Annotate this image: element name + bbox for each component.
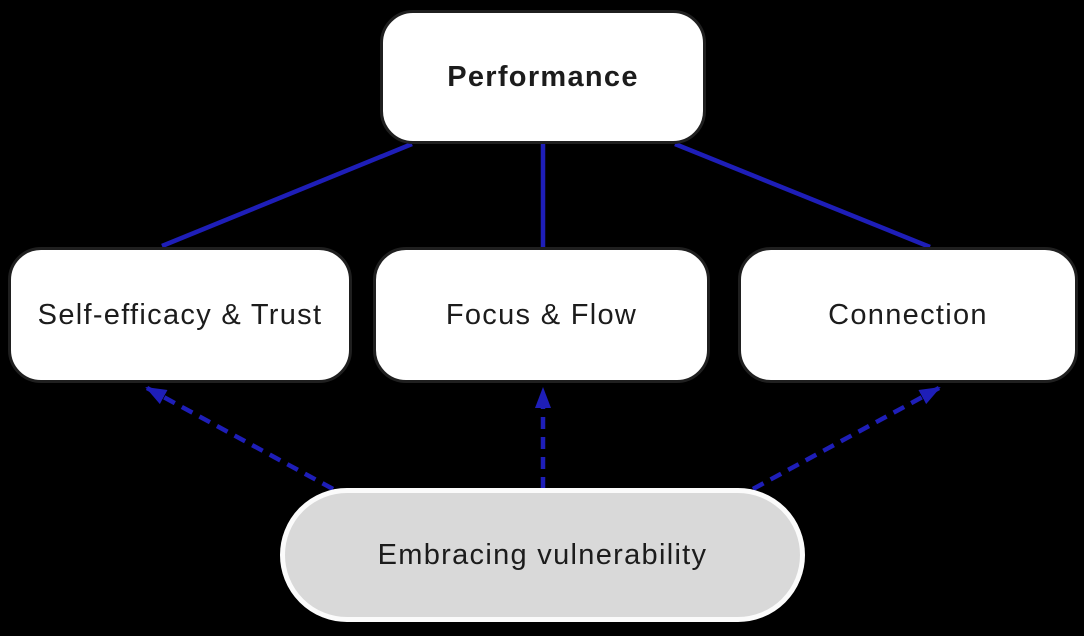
node-self-efficacy-trust: Self-efficacy & Trust — [8, 247, 352, 383]
node-embracing-vulnerability-label: Embracing vulnerability — [377, 538, 708, 571]
edge-vulnerability-connection-arrow — [751, 386, 941, 491]
node-performance: Performance — [380, 10, 706, 144]
node-embracing-vulnerability: Embracing vulnerability — [280, 488, 805, 622]
node-performance-label: Performance — [447, 60, 639, 93]
edge-performance-connection — [674, 141, 931, 250]
node-connection-label: Connection — [828, 298, 988, 331]
node-connection: Connection — [738, 247, 1078, 383]
node-focus-flow-label: Focus & Flow — [445, 298, 638, 331]
node-focus-flow: Focus & Flow — [373, 247, 710, 383]
node-self-efficacy-trust-label: Self-efficacy & Trust — [37, 298, 323, 331]
edge-performance-self-efficacy — [161, 141, 413, 249]
edge-vulnerability-self-efficacy-arrow — [145, 386, 335, 491]
